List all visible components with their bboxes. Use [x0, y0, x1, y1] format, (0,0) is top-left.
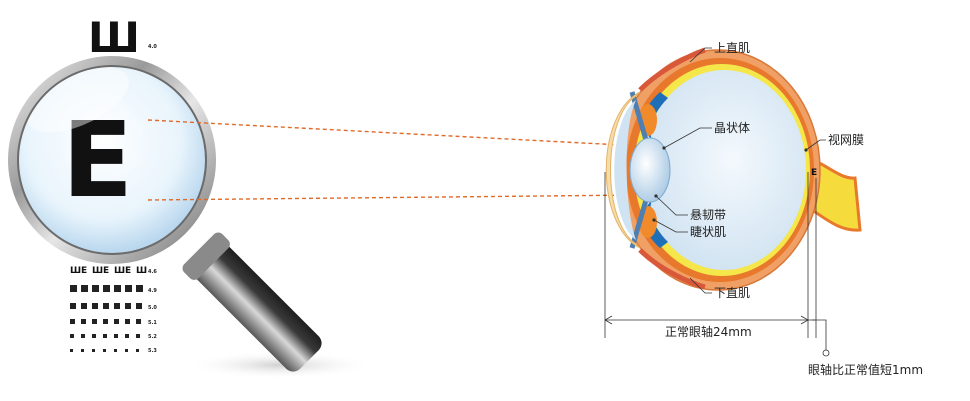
eye-cross-section: E — [605, 47, 862, 291]
label-ciliary-muscle: 睫状肌 — [690, 225, 726, 239]
chart-optotype — [136, 285, 143, 292]
chart-optotype — [92, 303, 98, 309]
chart-optotype — [125, 285, 132, 292]
chart-letter: Ш — [136, 266, 147, 276]
chart-optotype — [92, 285, 99, 292]
label-lens: 晶状体 — [714, 121, 750, 135]
chart-optotype — [114, 303, 120, 309]
crystalline-lens — [629, 137, 671, 203]
superior-rectus-muscle — [638, 47, 706, 92]
chart-top-letter: Ш — [88, 13, 140, 62]
acuity-label-top: 4.0 — [148, 44, 157, 50]
chart-optotype — [136, 319, 141, 324]
inferior-rectus-muscle — [638, 248, 706, 290]
chart-optotype — [81, 319, 86, 324]
chart-optotype — [125, 349, 128, 352]
chart-optotype — [114, 349, 117, 352]
magnifying-glass-icon: E — [8, 56, 375, 379]
ray-bottom-incoming — [147, 194, 641, 201]
label-normal-axis: 正常眼轴24mm — [665, 324, 752, 339]
acuity-label: 5.0 — [148, 305, 157, 311]
chart-optotype — [114, 334, 118, 338]
chart-optotype — [92, 349, 95, 352]
vitreous-body — [642, 70, 806, 270]
chart-letter: Ш — [70, 266, 81, 276]
label-inferior-rectus: 下直肌 — [714, 286, 750, 300]
callout-dot — [822, 349, 830, 357]
chart-optotype — [103, 319, 108, 324]
chart-optotype — [70, 285, 77, 292]
acuity-label: 4.6 — [148, 269, 157, 275]
chart-letter: Е — [125, 266, 131, 276]
chart-optotype — [136, 349, 139, 352]
chart-optotype — [114, 319, 119, 324]
chart-optotype — [125, 303, 131, 309]
chart-optotype — [103, 285, 110, 292]
label-retina: 视网膜 — [828, 132, 864, 147]
retina-image-letter: E — [811, 168, 817, 178]
magnified-letter-e: E — [62, 99, 133, 221]
chart-optotype — [103, 303, 109, 309]
acuity-label: 5.1 — [148, 320, 157, 326]
chart-optotype — [70, 349, 73, 352]
leader-dots — [652, 146, 808, 222]
magnifier-handle — [182, 232, 322, 372]
chart-optotype — [136, 303, 142, 309]
leader-lines — [653, 47, 826, 294]
chart-optotype — [125, 334, 129, 338]
chart-letter: Е — [81, 266, 87, 276]
ray-top-incoming — [147, 119, 641, 147]
chart-optotype — [92, 319, 97, 324]
chart-optotype — [81, 303, 87, 309]
acuity-label: 5.3 — [148, 348, 157, 354]
magnifier-glass — [19, 67, 205, 253]
acuity-label: 4.9 — [148, 288, 157, 294]
chart-optotype — [92, 334, 96, 338]
chart-optotype — [136, 334, 140, 338]
chart-optotype — [81, 349, 84, 352]
chart-optotype — [81, 285, 88, 292]
chart-optotype — [70, 334, 74, 338]
chart-optotype — [103, 334, 107, 338]
chart-letter: Ш — [114, 266, 125, 276]
chart-optotype — [81, 334, 85, 338]
chart-letter: Ш — [92, 266, 103, 276]
chart-optotype — [70, 303, 76, 309]
chart-optotype — [103, 349, 106, 352]
chart-optotype — [114, 285, 121, 292]
chart-optotype — [70, 319, 75, 324]
acuity-label: 5.2 — [148, 334, 157, 340]
magnifier-shadow — [185, 351, 375, 379]
chart-letter: Е — [103, 266, 109, 276]
label-zonule: 悬韧带 — [690, 208, 726, 222]
chart-optotype — [125, 319, 130, 324]
dimension-lines — [604, 172, 827, 350]
label-short-axis: 眼轴比正常值短1mm — [808, 362, 923, 377]
label-superior-rectus: 上直肌 — [714, 41, 750, 55]
